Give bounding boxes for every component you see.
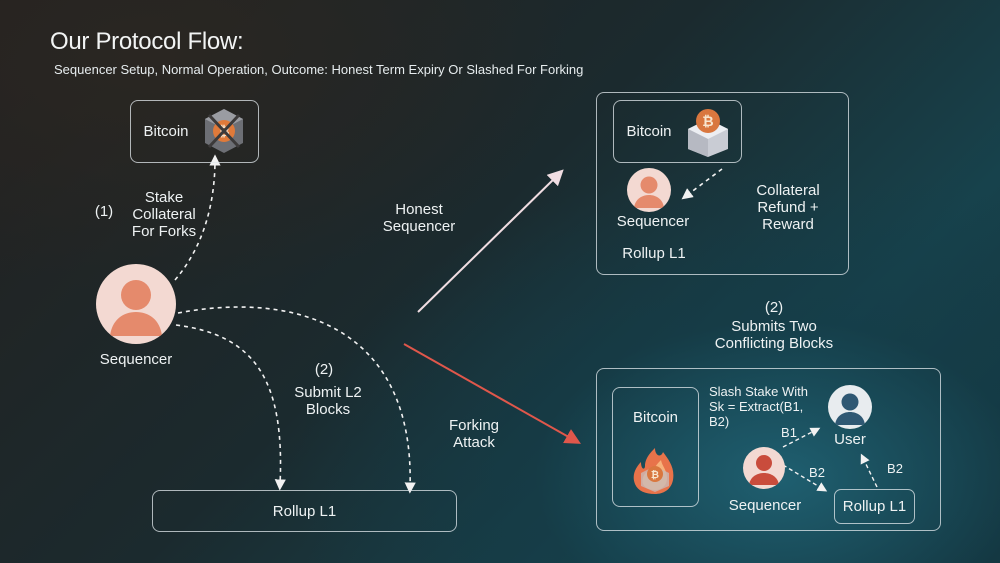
svg-text:₿: ₿ bbox=[702, 114, 713, 130]
forking-attack-label: Forking Attack bbox=[448, 417, 500, 451]
bitcoin-box-left: Bitcoin ₿ bbox=[130, 100, 259, 163]
bitcoin-label-fork: Bitcoin bbox=[632, 409, 679, 426]
fork-panel: Bitcoin ₿ Slash Stake With Sk = Extract(… bbox=[596, 368, 941, 531]
stake-arrow bbox=[174, 154, 221, 281]
sequencer-label-fork: Sequencer bbox=[728, 497, 802, 514]
step2-number: (2) bbox=[314, 361, 334, 378]
rollup-label-fork: Rollup L1 bbox=[842, 498, 907, 515]
step1-text: Stake Collateral For Forks bbox=[131, 189, 197, 240]
rollup-box-left: Rollup L1 bbox=[152, 490, 457, 532]
step1-number: (1) bbox=[94, 203, 114, 220]
bitcoin-box-fork: Bitcoin ₿ bbox=[612, 387, 699, 507]
submit-arrow-1 bbox=[175, 324, 286, 491]
step2-text: Submit L2 Blocks bbox=[294, 384, 362, 418]
bitcoin-label-honest: Bitcoin bbox=[626, 123, 672, 140]
b2-label: B2 bbox=[809, 465, 825, 480]
submit-arrow-2 bbox=[177, 306, 416, 494]
sequencer-label-left: Sequencer bbox=[99, 351, 173, 368]
b2-rollup-label: B2 bbox=[887, 461, 903, 476]
b1-label: B1 bbox=[781, 425, 797, 440]
sequencer-avatar-icon bbox=[627, 168, 671, 212]
slash-text: Slash Stake With Sk = Extract(B1, B2) bbox=[709, 384, 808, 429]
bitcoin-label-left: Bitcoin bbox=[143, 123, 189, 140]
user-label: User bbox=[834, 431, 866, 448]
b2-rollup-arrow bbox=[860, 453, 878, 488]
honest-panel: Bitcoin ₿ Sequencer Collateral Refund + … bbox=[596, 92, 849, 275]
svg-text:₿: ₿ bbox=[651, 469, 659, 481]
bitcoin-icon: ₿ bbox=[688, 109, 728, 157]
page-subtitle: Sequencer Setup, Normal Operation, Outco… bbox=[54, 62, 584, 77]
rollup-label-left: Rollup L1 bbox=[272, 503, 337, 520]
fork-step-text: Submits Two Conflicting Blocks bbox=[714, 318, 834, 352]
b1-arrow bbox=[782, 427, 821, 448]
rollup-box-fork: Rollup L1 bbox=[834, 489, 915, 524]
rollup-label-honest: Rollup L1 bbox=[622, 245, 686, 262]
honest-arrow bbox=[417, 169, 564, 313]
user-avatar-icon bbox=[828, 385, 872, 429]
bitcoin-crossed-icon: ₿ bbox=[205, 109, 243, 153]
sequencer-avatar-icon bbox=[743, 447, 785, 489]
forking-arrow bbox=[403, 343, 581, 444]
sequencer-label-honest: Sequencer bbox=[616, 213, 690, 230]
page-title: Our Protocol Flow: bbox=[50, 28, 244, 55]
bitcoin-box-honest: Bitcoin ₿ bbox=[613, 100, 742, 163]
b2-arrow bbox=[782, 464, 828, 492]
fork-step-number: (2) bbox=[764, 299, 784, 316]
refund-text: Collateral Refund + Reward bbox=[756, 182, 820, 233]
honest-sequencer-label: Honest Sequencer bbox=[382, 201, 456, 235]
bitcoin-burning-icon: ₿ bbox=[633, 448, 674, 494]
sequencer-avatar-icon bbox=[96, 264, 176, 344]
